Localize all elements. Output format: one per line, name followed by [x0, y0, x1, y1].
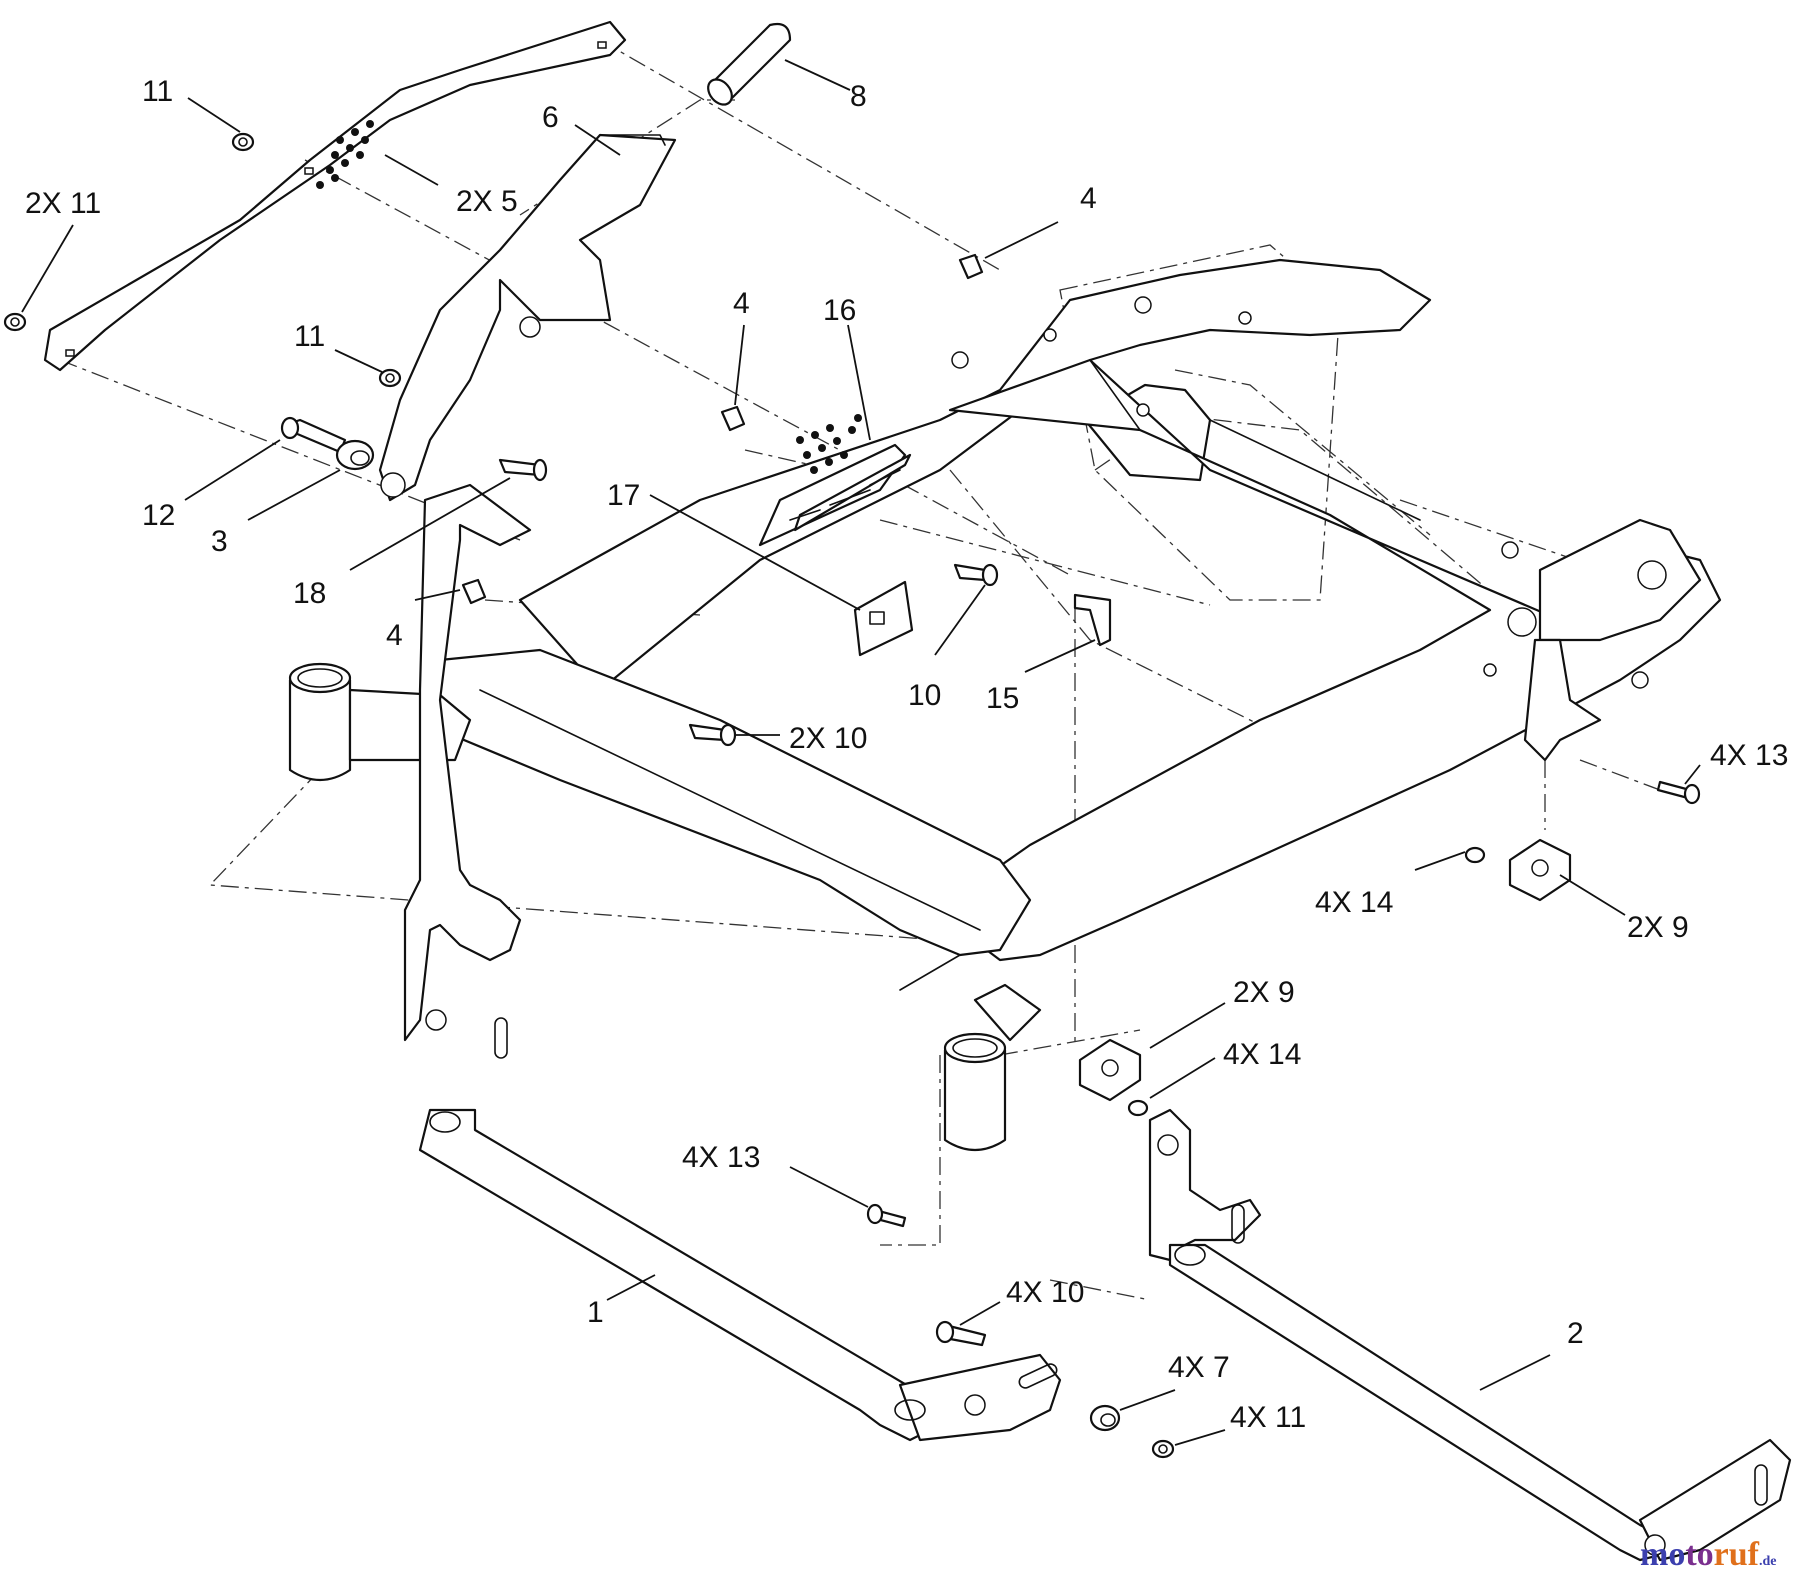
callout-labels: 11 2X 11 2X 5 6 8 4 4 16 11 17 12 3 18 4…: [25, 75, 1788, 1434]
callout-4x14-right: 4X 14: [1315, 886, 1393, 919]
callout-4x7: 4X 7: [1168, 1351, 1230, 1384]
callout-17: 17: [607, 479, 640, 512]
side-plate: [43, 20, 627, 372]
rod-15: [1073, 593, 1112, 647]
spacer-4c: [461, 578, 487, 605]
leader-lines: [21, 59, 1701, 1446]
callout-10: 10: [908, 679, 941, 712]
callout-12: 12: [142, 499, 175, 532]
pin-2x10: [688, 723, 737, 747]
spacer-4b: [720, 405, 746, 432]
control-panel-decal: [758, 414, 912, 547]
decal-plate: [853, 580, 914, 657]
flange-nut-11b: [378, 368, 402, 388]
svg-text:motoruf.de: motoruf.de: [1640, 1536, 1776, 1573]
callout-2x11: 2X 11: [25, 187, 101, 220]
callout-4-top-right: 4: [1080, 182, 1097, 215]
flange-nut-4x11: [1151, 1439, 1175, 1459]
callout-4x13-right: 4X 13: [1710, 739, 1788, 772]
callout-15: 15: [986, 682, 1019, 715]
watermark-part-2: to: [1685, 1536, 1713, 1573]
nut-4x14-left: [1127, 1099, 1149, 1117]
callout-2: 2: [1567, 1317, 1584, 1350]
nut-4x14-right: [1464, 846, 1486, 864]
bolt-4x13-bottom: [866, 1203, 907, 1228]
bolt-4x13-right: [1656, 780, 1701, 805]
callout-3: 3: [211, 525, 228, 558]
callout-16: 16: [823, 294, 856, 327]
watermark-logo: motoruf.de: [1640, 1536, 1776, 1573]
callout-1: 1: [587, 1296, 604, 1329]
bracket-2x9-left: [1078, 1038, 1142, 1102]
watermark-part-1: mo: [1640, 1536, 1685, 1573]
handle-grip: [707, 22, 792, 106]
spacer-4a: [958, 253, 984, 280]
watermark-part-4: .de: [1759, 1554, 1777, 1569]
watermark-part-3: ruf: [1714, 1536, 1760, 1573]
callout-4x13-bottom: 4X 13: [682, 1141, 760, 1174]
callout-4x11: 4X 11: [1230, 1401, 1306, 1434]
bushing-3: [335, 439, 375, 471]
bolt-12: [280, 416, 347, 454]
bushing-4x7: [1089, 1404, 1121, 1432]
callout-4x14-left: 4X 14: [1223, 1038, 1301, 1071]
callout-2x9-left: 2X 9: [1233, 976, 1295, 1009]
callout-18: 18: [293, 577, 326, 610]
flange-nut-2x11: [3, 312, 27, 332]
callout-11-middle: 11: [294, 320, 325, 353]
pin-4x10: [935, 1320, 987, 1347]
flange-nut-11a: [231, 132, 255, 152]
callout-2x10: 2X 10: [789, 722, 867, 755]
bracket-2x9-right: [1508, 838, 1572, 902]
pin-18: [498, 458, 548, 482]
hardware: [3, 132, 1701, 1459]
control-arm: [378, 133, 677, 502]
deck-lift-arm-left: [403, 483, 1062, 1442]
caster-tube-right: [943, 983, 1042, 1151]
callout-2x9-right: 2X 9: [1627, 911, 1689, 944]
callout-4x10: 4X 10: [1006, 1276, 1084, 1309]
callout-11-top: 11: [142, 75, 173, 108]
frame-solid: [438, 258, 1722, 991]
callout-8: 8: [850, 80, 867, 113]
callout-4-lower: 4: [386, 619, 403, 652]
callout-4-middle: 4: [733, 287, 750, 320]
pin-10: [953, 563, 999, 587]
callout-2x5: 2X 5: [456, 185, 518, 218]
callout-6: 6: [542, 101, 559, 134]
deck-lift-arm-right: [1148, 1108, 1792, 1562]
